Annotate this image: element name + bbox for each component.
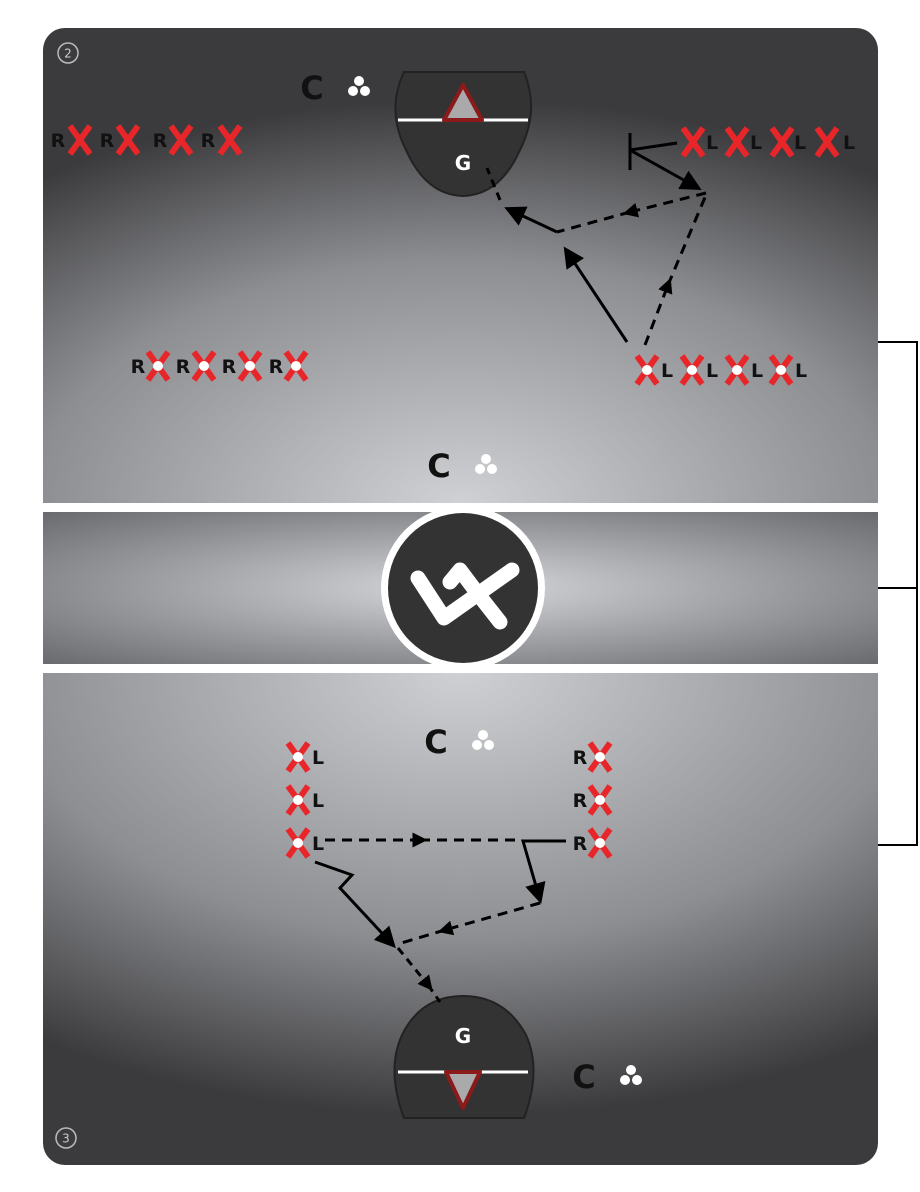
player-right: R [269, 350, 309, 382]
balls-icon [475, 454, 497, 474]
player-left: L [680, 126, 718, 158]
coach: C [427, 447, 497, 485]
player-left: L [285, 827, 324, 859]
ball-dot-icon [291, 361, 301, 371]
balls-icon [472, 730, 494, 750]
player-left: L [768, 354, 807, 386]
x-marker-icon [680, 126, 706, 158]
ball-dot-icon [776, 365, 786, 375]
ball-dot-icon [687, 365, 697, 375]
balls-icon [620, 1065, 642, 1085]
section-number-3: 3 [55, 1127, 77, 1149]
svg-text:2: 2 [64, 47, 72, 61]
x-marker-icon [814, 126, 840, 158]
x-marker-icon [115, 124, 141, 156]
ball-dot-icon [595, 752, 605, 762]
coach-label: C [427, 447, 450, 485]
ball-dot-icon [245, 361, 255, 371]
player-label: R [176, 356, 191, 378]
player-left: L [769, 126, 806, 158]
player-label: R [153, 130, 168, 152]
ball-dot-icon [293, 795, 303, 805]
x-marker-icon [769, 126, 795, 158]
goal-bottom: G [393, 994, 535, 1119]
ball-dot-icon [732, 365, 742, 375]
player-label: L [706, 132, 718, 154]
ball-dot-icon [199, 361, 209, 371]
player-label: R [222, 356, 237, 378]
player-right: R [131, 350, 171, 382]
player-label: L [312, 790, 324, 812]
player-label: R [201, 130, 216, 152]
player-right: R [573, 827, 613, 859]
player-right: R [153, 124, 194, 156]
player-label: L [794, 132, 806, 154]
coach-label: C [572, 1058, 595, 1096]
goalie-label: G [455, 151, 471, 175]
ball-dot-icon [153, 361, 163, 371]
logo [381, 506, 545, 670]
play-arrows-bottom [314, 832, 566, 1003]
x-marker-icon [217, 124, 243, 156]
player-label: L [706, 360, 718, 382]
goal-net-icon [442, 83, 484, 122]
player-label: R [573, 790, 588, 812]
player-left: L [814, 126, 855, 158]
player-left: L [724, 354, 763, 386]
player-label: L [750, 132, 762, 154]
coach: C [300, 69, 370, 107]
player-label: R [573, 833, 588, 855]
ball-dot-icon [293, 838, 303, 848]
balls-icon [348, 76, 370, 96]
player-left: L [724, 126, 762, 158]
player-label: R [131, 356, 146, 378]
player-right: R [201, 124, 243, 156]
player-left: L [285, 784, 324, 816]
x-marker-icon [724, 126, 750, 158]
ball-dot-icon [595, 795, 605, 805]
coaches: C C C C [300, 69, 642, 1096]
x-marker-icon [168, 124, 194, 156]
ball-dot-icon [642, 365, 652, 375]
x-marker-icon [67, 124, 93, 156]
svg-text:3: 3 [62, 1132, 70, 1146]
player-label: L [751, 360, 763, 382]
player-right: R [100, 124, 141, 156]
coach-label: C [424, 723, 447, 761]
player-right: R [176, 350, 217, 382]
player-label: L [795, 360, 807, 382]
coach: C [424, 723, 494, 761]
ball-dot-icon [595, 838, 605, 848]
player-label: L [661, 360, 673, 382]
player-right: R [51, 124, 93, 156]
player-left: L [285, 741, 324, 773]
player-label: R [51, 130, 66, 152]
player-label: R [100, 130, 115, 152]
goalie-label: G [455, 1024, 471, 1048]
play-arrows-top [485, 133, 708, 346]
section-bracket [878, 341, 918, 846]
ball-dot-icon [293, 752, 303, 762]
goal-top: G [394, 71, 533, 198]
player-right: R [573, 741, 613, 773]
section-number-2: 2 [57, 42, 79, 64]
player-label: R [573, 747, 588, 769]
goal-net-icon [444, 1070, 482, 1110]
player-left: L [679, 354, 718, 386]
player-right: R [573, 784, 613, 816]
player-label: L [843, 132, 855, 154]
player-left: L [634, 354, 673, 386]
player-label: L [312, 833, 324, 855]
player-label: R [269, 356, 284, 378]
coach: C [572, 1058, 642, 1096]
player-right: R [222, 350, 263, 382]
coach-label: C [300, 69, 323, 107]
player-label: L [312, 747, 324, 769]
